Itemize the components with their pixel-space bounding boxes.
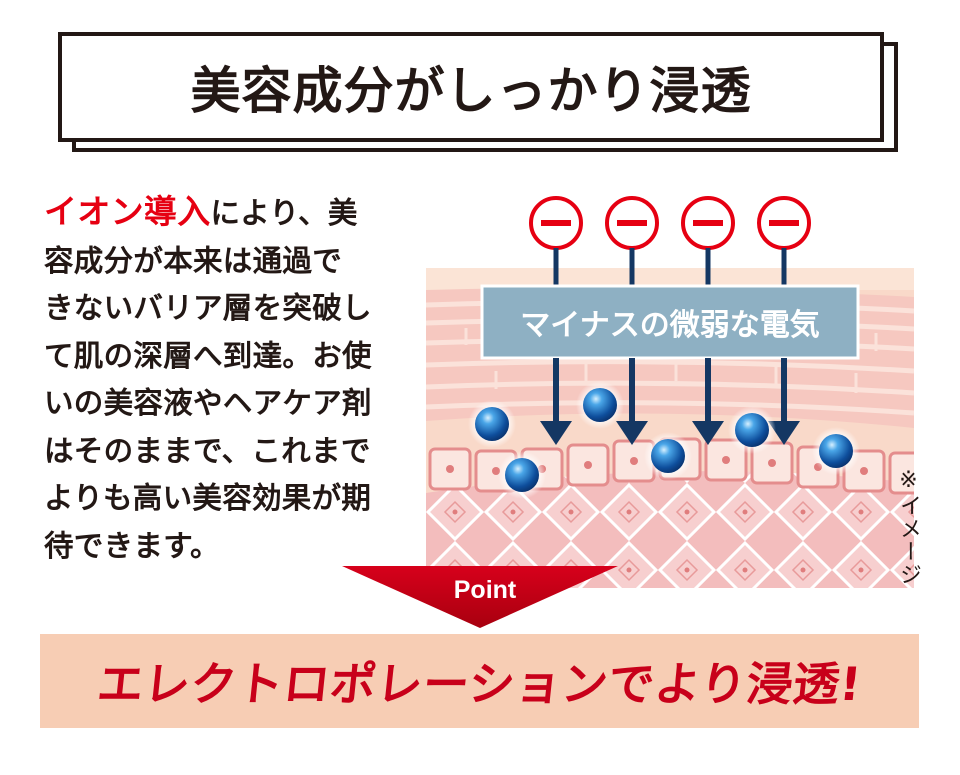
ingredient-balls — [468, 381, 860, 499]
point-arrow — [342, 566, 618, 628]
image-note: ※イメージ — [896, 468, 921, 586]
para-line-4: て肌の深層へ到達。お使 — [44, 338, 372, 373]
para-line-3: きないバリア層を突破し — [44, 291, 372, 325]
para-line-8: 待できます。 — [44, 528, 220, 563]
minus-circle-3 — [681, 196, 735, 250]
para-line-6: はそのままで、これまで — [44, 433, 371, 468]
point-label: Point — [453, 576, 517, 604]
minus-circle-1 — [529, 196, 583, 250]
minus-circle-4 — [757, 196, 811, 250]
skin-diagram: マイナスの微弱な電気 — [426, 196, 914, 588]
para-line-7: よりも高い美容効果が期 — [44, 481, 372, 515]
minus-symbols — [529, 196, 811, 250]
dermis-layer — [426, 471, 914, 588]
page-title: 美容成分がしっかり浸透 — [190, 62, 752, 120]
description-paragraph: イオン導入により、美 容成分が本来は通過で きないバリア層を突破し て肌の深層へ… — [44, 188, 404, 570]
minus-circle-2 — [605, 196, 659, 250]
para-line-2: 容成分が本来は通過で — [44, 243, 342, 278]
down-arrows — [540, 358, 800, 445]
electric-label-box — [480, 284, 860, 360]
electric-label: マイナスの微弱な電気 — [520, 308, 819, 343]
title-box: 美容成分がしっかり浸透 — [58, 32, 884, 142]
para-line-1: により、美 — [210, 196, 358, 230]
banner-text: エレクトロポレーションでより浸透! — [94, 657, 864, 711]
bottom-banner: エレクトロポレーションでより浸透! — [40, 634, 919, 728]
para-line-5: いの美容液やヘアケア剤 — [44, 386, 372, 420]
highlight-term: イオン導入 — [44, 192, 211, 231]
